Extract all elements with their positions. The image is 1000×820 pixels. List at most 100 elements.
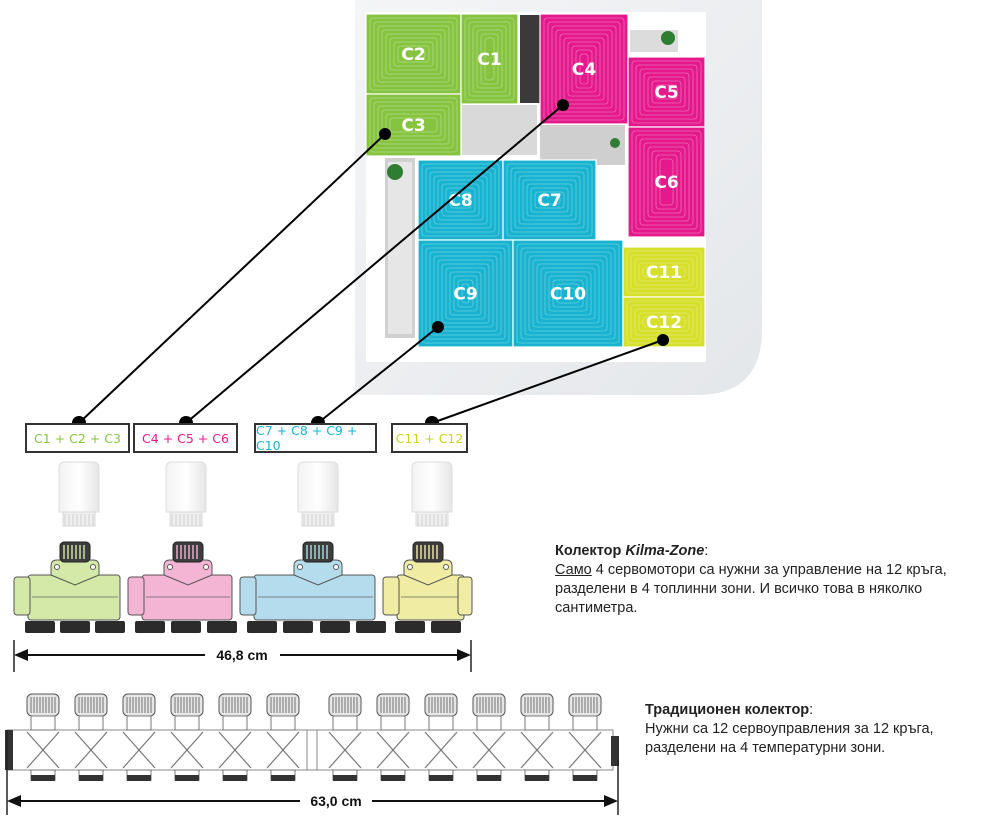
pipe-loop: [547, 21, 621, 117]
traditional-title: Традиционен колектор:: [645, 702, 814, 718]
kilma-body: Само 4 сервомотори са нужни за управлени…: [555, 562, 947, 616]
pipe-loop: [461, 283, 470, 304]
outlet-connector: [381, 775, 405, 781]
valve: [122, 693, 156, 781]
pipe-loop: [626, 250, 702, 294]
pipe-loop: [437, 259, 494, 328]
pipe-loop: [528, 255, 608, 332]
pipe-loop: [560, 287, 576, 300]
pipe-loop: [441, 263, 490, 324]
servomotor: [58, 461, 100, 527]
pipe-loop: [472, 25, 507, 93]
pipe-loop: [532, 259, 604, 328]
valve: [218, 693, 252, 781]
group-box-green: C1 + C2 + C3: [25, 423, 130, 453]
pipe-loop: [655, 84, 678, 100]
valve: [472, 693, 506, 781]
servomotor: [165, 461, 207, 527]
valve: [568, 693, 602, 781]
zone-area: [627, 126, 706, 238]
zone-c3: C3: [365, 93, 462, 157]
pipe-loop: [425, 247, 506, 340]
zone-area: [502, 159, 597, 241]
pipe-loop: [638, 312, 690, 332]
valve-knob: [412, 541, 444, 563]
zone-area: [512, 239, 624, 348]
pipe-loop: [377, 105, 450, 145]
pipe-loop: [571, 45, 597, 93]
zone-dot: [379, 128, 391, 140]
zone-label: C9: [453, 285, 477, 305]
pipe-loop: [433, 255, 498, 332]
traditional-dimension: 63,0 cm: [6, 730, 619, 815]
pipe-loop: [635, 134, 698, 230]
pipe-loop: [651, 80, 682, 104]
outlet-connector: [395, 621, 425, 633]
zone-label: C5: [654, 83, 678, 103]
pipe-loop: [429, 251, 502, 336]
pipe-loop: [530, 187, 569, 213]
pipe-loop: [453, 275, 478, 312]
zone-label: C1: [477, 50, 501, 70]
zone-c5: C5: [627, 56, 706, 128]
arrow-right-icon: [604, 795, 618, 807]
valve: [170, 693, 204, 781]
outlet-connector: [25, 621, 55, 633]
pipe-loop: [510, 167, 589, 233]
pipe-loop: [464, 17, 515, 101]
kilma-dimension: 46,8 cm: [13, 640, 472, 672]
pipe-loop: [634, 258, 694, 286]
valve: [376, 693, 410, 781]
zone-label: C4: [572, 60, 596, 80]
pipe-loop: [642, 266, 686, 278]
outlet-connector: [207, 621, 237, 633]
valve: [424, 693, 458, 781]
pipe-loop: [655, 154, 678, 210]
pipe-loop: [630, 254, 698, 290]
pipe-loop: [643, 72, 690, 112]
pipe-loop: [643, 142, 690, 222]
outlet-connector: [135, 621, 165, 633]
outlet-connector: [429, 775, 453, 781]
pipe-loop: [639, 68, 694, 116]
outlet-connector: [320, 621, 350, 633]
pipe-loop: [381, 29, 446, 79]
arrow-left-icon: [14, 649, 28, 661]
outlet-connector: [60, 621, 90, 633]
kilma-dimension-label: 46,8 cm: [216, 647, 267, 663]
zone-label: C7: [537, 191, 561, 211]
valve-knob: [59, 541, 91, 563]
zone-dot: [657, 334, 669, 346]
traditional-manifold: [5, 693, 619, 781]
group-label: C1 + C2 + C3: [34, 430, 121, 446]
outlet-connector: [223, 775, 247, 781]
pipe-loop: [520, 247, 616, 340]
pipe-loop: [506, 163, 593, 237]
outlet-connector: [333, 775, 357, 781]
pipe-loop: [429, 171, 492, 229]
pipe-loop: [540, 267, 596, 320]
pipe-loop: [638, 262, 690, 282]
zone-label: C11: [646, 263, 682, 283]
servomotor: [297, 461, 339, 527]
pipe-loop: [377, 25, 450, 83]
traditional-body: Нужни са 12 сервоуправления за 12 кръга,…: [645, 721, 934, 756]
group-box-cyan: C7 + C8 + C9 + C10: [254, 423, 377, 453]
pipe-loop: [437, 179, 484, 221]
valve: [266, 693, 300, 781]
group-label: C7 + C8 + C9 + C10: [256, 423, 358, 453]
valve: [520, 693, 554, 781]
pipe-loop: [544, 271, 592, 316]
pipe-loop: [552, 279, 584, 308]
pipe-loop: [484, 37, 495, 81]
pipe-loop: [369, 97, 458, 153]
zone-c4: C4: [539, 13, 629, 125]
pipe-loop: [373, 101, 454, 149]
kilma-zone-manifold: [13, 541, 473, 633]
pipe-loop: [631, 60, 702, 124]
pipe-loop: [536, 263, 600, 324]
zone-area: [460, 13, 519, 105]
outlet-connector: [95, 621, 125, 633]
kilma-title: Колектор Kilma-Zone:: [555, 543, 709, 559]
outlet-connector: [283, 621, 313, 633]
